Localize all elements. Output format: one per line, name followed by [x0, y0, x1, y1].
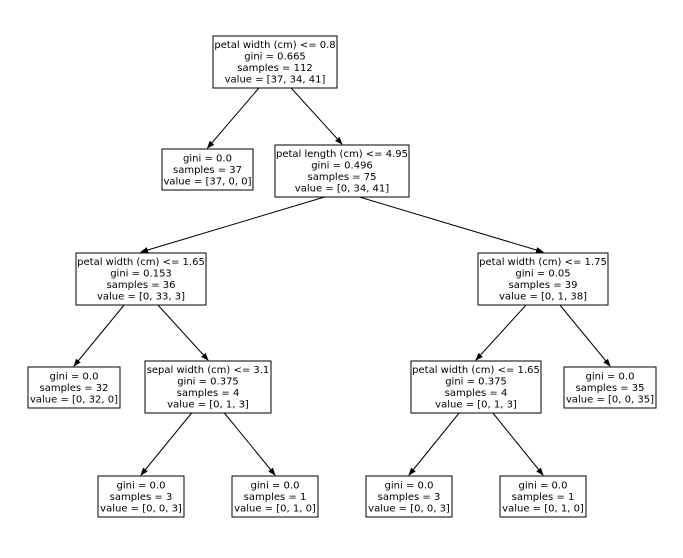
edge-n0-n2 — [290, 87, 343, 145]
node-text-line: petal width (cm) <= 1.65 — [77, 257, 205, 268]
node-text-line: samples = 4 — [445, 388, 508, 399]
edge-n4-n7 — [475, 304, 527, 361]
node-box — [144, 360, 272, 414]
edge-n7-n12 — [492, 412, 544, 476]
node-text-line: samples = 75 — [307, 172, 376, 183]
node-text-line: gini = 0.0 — [183, 153, 232, 164]
node-text-line: petal width (cm) <= 1.75 — [479, 257, 607, 268]
node-text-line: value = [0, 1, 0] — [502, 503, 584, 514]
node-text-line: value = [0, 0, 35] — [566, 394, 654, 405]
node-text-line: samples = 36 — [106, 280, 175, 291]
node-text-line: gini = 0.0 — [50, 371, 99, 382]
edge-n3-n6 — [157, 304, 209, 361]
node-text-line: gini = 0.0 — [519, 480, 568, 491]
node-text-line: samples = 37 — [173, 165, 242, 176]
node-box — [274, 144, 410, 198]
node-text-line: gini = 0.375 — [445, 377, 507, 388]
node-text-line: value = [0, 1, 3] — [435, 400, 517, 411]
node-text-line: value = [0, 1, 0] — [234, 503, 316, 514]
edge-n4-n8 — [559, 304, 611, 367]
node-text-line: value = [0, 33, 3] — [97, 292, 185, 303]
node-box — [97, 475, 185, 518]
edge-n3-n5 — [73, 304, 125, 367]
node-text-line: gini = 0.153 — [110, 269, 172, 280]
edge-n6-n10 — [223, 412, 276, 476]
node-box — [365, 475, 453, 518]
node-text-line: samples = 1 — [244, 492, 307, 503]
node-text-line: petal width (cm) <= 0.8 — [214, 40, 335, 51]
node-box — [563, 366, 657, 409]
node-text-line: samples = 4 — [177, 388, 240, 399]
node-text-line: petal length (cm) <= 4.95 — [276, 149, 408, 160]
node-text-line: samples = 35 — [575, 383, 644, 394]
node-text-line: value = [0, 1, 38] — [499, 292, 587, 303]
node-text-line: gini = 0.0 — [117, 480, 166, 491]
node-box — [161, 148, 254, 191]
node-text-line: value = [0, 0, 3] — [100, 503, 182, 514]
node-text-line: value = [0, 34, 41] — [295, 184, 389, 195]
node-text-line: samples = 3 — [378, 492, 441, 503]
node-box — [231, 475, 319, 518]
node-text-line: gini = 0.0 — [586, 371, 635, 382]
node-text-line: samples = 39 — [508, 280, 577, 291]
node-box — [499, 475, 587, 518]
node-box — [212, 35, 338, 89]
node-text-line: value = [37, 0, 0] — [163, 176, 251, 187]
edge-n0-n1 — [206, 87, 260, 149]
node-text-line: value = [0, 1, 3] — [167, 400, 249, 411]
edge-n6-n9 — [140, 412, 193, 476]
node-text-line: gini = 0.375 — [177, 377, 239, 388]
node-text-line: sepal width (cm) <= 3.1 — [147, 365, 270, 376]
node-box — [27, 366, 121, 409]
node-text-line: gini = 0.0 — [385, 480, 434, 491]
node-text-line: samples = 32 — [39, 383, 108, 394]
node-box — [410, 360, 542, 414]
node-text-line: value = [0, 32, 0] — [30, 394, 118, 405]
node-text-line: petal width (cm) <= 1.65 — [412, 365, 540, 376]
node-text-line: value = [37, 34, 41] — [225, 75, 326, 86]
edge-n7-n11 — [408, 412, 460, 476]
node-text-line: gini = 0.665 — [244, 52, 306, 63]
node-text-line: samples = 112 — [237, 63, 312, 74]
edge-n2-n4 — [359, 196, 544, 253]
node-text-line: gini = 0.496 — [311, 161, 373, 172]
node-box — [75, 252, 207, 306]
node-box — [477, 252, 609, 306]
node-text-line: gini = 0.05 — [515, 269, 570, 280]
node-text-line: gini = 0.0 — [251, 480, 300, 491]
node-text-line: samples = 3 — [110, 492, 173, 503]
edge-n2-n3 — [140, 196, 325, 253]
node-text-line: value = [0, 0, 3] — [368, 503, 450, 514]
node-text-line: samples = 1 — [512, 492, 575, 503]
edges-layer — [73, 87, 611, 476]
